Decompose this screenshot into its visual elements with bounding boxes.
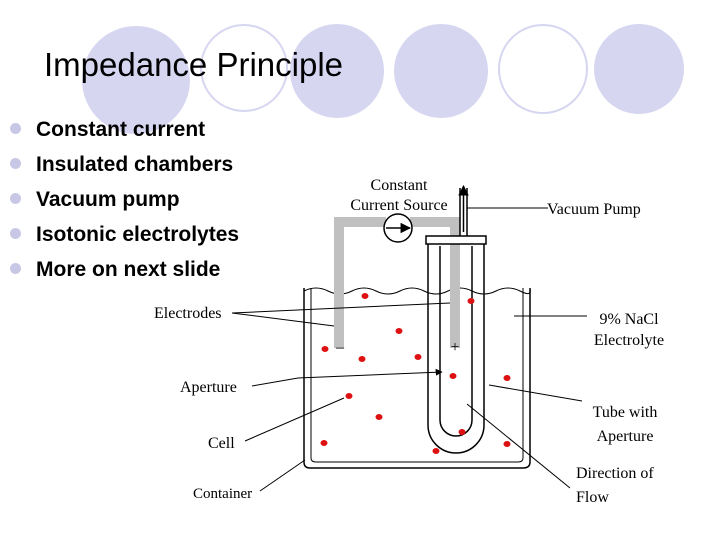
cell bbox=[320, 440, 328, 446]
electrodes-pointer bbox=[231, 312, 335, 327]
aperture-tube-cap bbox=[425, 235, 487, 245]
cell bbox=[503, 441, 511, 447]
source-label: Constant bbox=[371, 177, 428, 194]
right-electrode bbox=[410, 217, 460, 348]
aperture-pointer bbox=[251, 377, 299, 387]
bullet-list: Constant current Insulated chambers Vacu… bbox=[10, 112, 239, 287]
tube-label: Tube with bbox=[593, 404, 658, 421]
aperture-tube-outer bbox=[427, 242, 485, 454]
plus-sign: + bbox=[450, 339, 459, 356]
electrolyte-label: 9% NaCl bbox=[599, 311, 659, 328]
left-electrode bbox=[334, 217, 386, 348]
decor-circle-5 bbox=[498, 24, 588, 114]
bullet-item: More on next slide bbox=[10, 252, 239, 287]
container-wall bbox=[303, 288, 531, 469]
vacuum-pump-label: Vacuum Pump bbox=[547, 201, 641, 218]
cell bbox=[345, 393, 353, 399]
container-label: Container bbox=[193, 486, 252, 502]
cell bbox=[432, 448, 440, 454]
bullet-text: Constant current bbox=[36, 118, 206, 141]
source-label: Current Source bbox=[350, 197, 447, 214]
cell bbox=[358, 356, 366, 362]
flow-label: Flow bbox=[576, 489, 609, 506]
decor-circle-1 bbox=[82, 26, 190, 134]
aperture-label: Aperture bbox=[180, 379, 237, 396]
cell bbox=[467, 298, 475, 304]
cell bbox=[503, 375, 511, 381]
bullet-text: Insulated chambers bbox=[36, 153, 234, 176]
page-title: Impedance Principle bbox=[44, 46, 343, 83]
bullet-item: Isotonic electrolytes bbox=[10, 217, 239, 252]
bullet-item: Vacuum pump bbox=[10, 182, 239, 217]
bullet-text: Isotonic electrolytes bbox=[36, 223, 240, 246]
container-inner-wall bbox=[310, 288, 524, 463]
aperture-pointer bbox=[297, 368, 443, 379]
bullet-icon bbox=[10, 122, 21, 134]
liquid-surface bbox=[303, 287, 531, 295]
flow-label: Direction of bbox=[576, 465, 654, 482]
electrolyte-label: Electrolyte bbox=[594, 332, 664, 349]
bullet-item: Constant current bbox=[10, 112, 239, 147]
tube-pointer bbox=[488, 384, 583, 402]
minus-sign: – bbox=[335, 339, 345, 356]
cell bbox=[395, 328, 403, 334]
decor-circle-6 bbox=[594, 24, 684, 114]
bullet-text: More on next slide bbox=[36, 258, 221, 281]
container-pointer bbox=[259, 459, 306, 492]
flow-pointer bbox=[466, 403, 571, 489]
decor-circle-4 bbox=[394, 24, 488, 118]
bullet-text: Vacuum pump bbox=[36, 188, 180, 211]
bullet-icon bbox=[10, 227, 21, 239]
cell bbox=[321, 346, 329, 352]
bullet-icon bbox=[10, 262, 21, 274]
electrodes-pointer bbox=[231, 302, 451, 314]
cell bbox=[449, 373, 457, 379]
bullet-icon bbox=[10, 157, 21, 169]
bullet-item: Insulated chambers bbox=[10, 147, 239, 182]
cell-label: Cell bbox=[208, 435, 235, 452]
cell bbox=[361, 293, 369, 299]
bullet-icon bbox=[10, 192, 21, 204]
cell bbox=[375, 414, 383, 420]
decor-circle-3 bbox=[290, 24, 384, 118]
tube-label: Aperture bbox=[597, 428, 654, 445]
aperture-tube-inner bbox=[439, 246, 473, 437]
cell-pointer bbox=[244, 397, 345, 442]
cell bbox=[414, 354, 422, 360]
decor-circle-2 bbox=[200, 24, 288, 112]
cell bbox=[458, 429, 466, 435]
electrodes-label: Electrodes bbox=[154, 305, 222, 322]
